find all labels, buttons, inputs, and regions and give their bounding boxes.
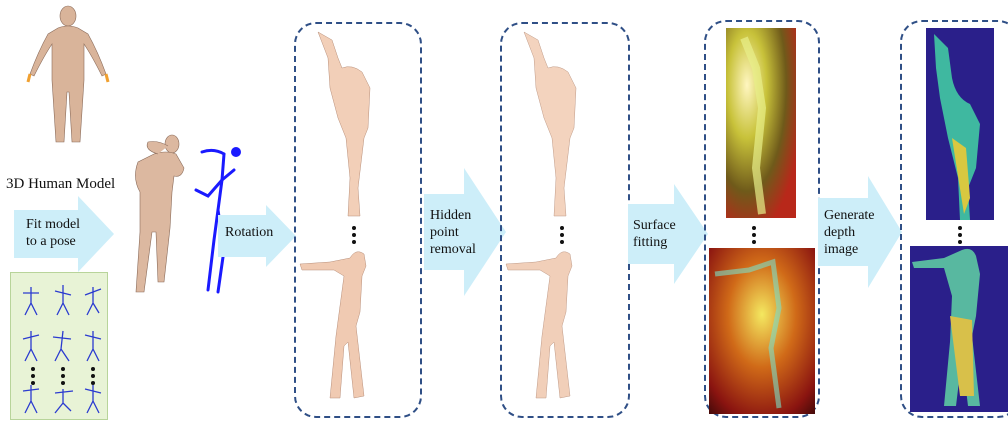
vertical-ellipsis-icon	[752, 226, 756, 247]
rotated-mesh-bottom	[300, 246, 410, 406]
surface-image-bottom	[709, 248, 815, 414]
human-model-figure	[28, 2, 108, 152]
pose-stick-figures	[11, 273, 107, 419]
depth-image-bottom	[910, 246, 1008, 412]
vertical-ellipsis-icon	[31, 367, 35, 388]
hidden-label-3: removal	[430, 242, 476, 258]
hidden-label-1: Hidden	[430, 208, 471, 224]
surface-label-1: Surface	[633, 218, 676, 234]
posed-human-figure	[118, 132, 188, 302]
vertical-ellipsis-icon	[61, 367, 65, 388]
visible-mesh-bottom	[506, 246, 616, 406]
vertical-ellipsis-icon	[958, 226, 962, 247]
surface-image-top	[726, 28, 796, 218]
rotated-mesh-top	[308, 28, 408, 218]
pose-samples-card	[10, 272, 108, 420]
rotation-label: Rotation	[225, 225, 273, 241]
vertical-ellipsis-icon	[91, 367, 95, 388]
depth-image-top	[926, 28, 994, 220]
generate-label-3: image	[824, 242, 858, 258]
vertical-ellipsis-icon	[352, 226, 356, 247]
visible-mesh-top	[514, 28, 614, 218]
generate-label-2: depth	[824, 225, 855, 241]
generate-label-1: Generate	[824, 208, 875, 224]
fit-model-label-1: Fit model	[26, 217, 80, 233]
surface-label-2: fitting	[633, 235, 667, 251]
fit-model-label-2: to a pose	[26, 234, 76, 250]
vertical-ellipsis-icon	[560, 226, 564, 247]
model-label: 3D Human Model	[6, 176, 126, 193]
hidden-label-2: point	[430, 225, 459, 241]
surface-fitting-arrow	[628, 184, 708, 284]
